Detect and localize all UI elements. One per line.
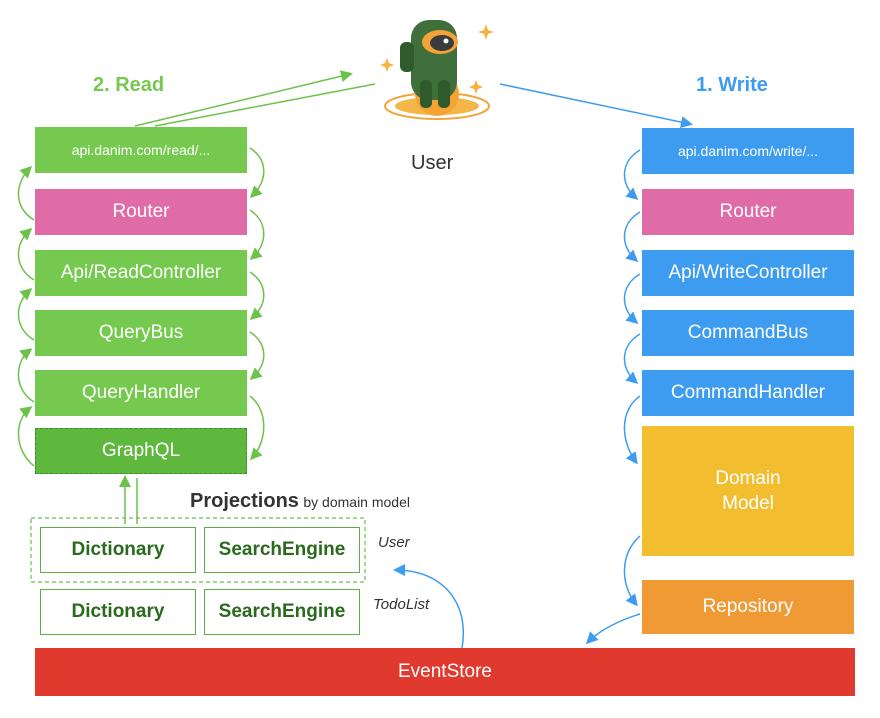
projections-heading-rest: by domain model <box>303 494 410 510</box>
read-request-arrow <box>134 70 376 127</box>
astronaut-icon <box>384 20 490 120</box>
repository: Repository <box>642 580 854 634</box>
projection-user-label: User <box>378 534 410 551</box>
read-controller: Api/ReadController <box>35 250 247 296</box>
query-bus: QueryBus <box>35 310 247 356</box>
read-up-arrows <box>17 165 35 467</box>
sparkle-icon <box>380 24 494 94</box>
write-controller: Api/WriteController <box>642 250 854 296</box>
write-title: 1. Write <box>696 74 768 96</box>
projection-todolist-searchengine: SearchEngine <box>204 589 360 635</box>
read-title: 2. Read <box>93 74 165 96</box>
projection-todolist-dictionary: Dictionary <box>40 589 196 635</box>
repository-to-eventstore-arrow <box>585 613 641 645</box>
query-handler: QueryHandler <box>35 370 247 416</box>
command-bus: CommandBus <box>642 310 854 356</box>
read-down-arrows <box>249 147 265 461</box>
write-down-arrows <box>623 149 641 607</box>
projection-todolist-label: TodoList <box>373 596 430 613</box>
projection-user-group <box>30 517 366 583</box>
read-endpoint: api.danim.com/read/... <box>35 127 247 173</box>
domain-model: Domain Model <box>642 426 854 556</box>
write-endpoint: api.danim.com/write/... <box>642 128 854 174</box>
read-router: Router <box>35 189 247 235</box>
eventstore-to-projections-arrow <box>393 564 464 649</box>
projections-heading: Projections by domain model <box>190 490 410 513</box>
eventstore: EventStore <box>35 648 855 696</box>
projection-user-dictionary: Dictionary <box>40 527 196 573</box>
user-label: User <box>411 152 454 174</box>
graphql: GraphQL <box>35 428 247 474</box>
command-handler: CommandHandler <box>642 370 854 416</box>
projections-heading-bold: Projections <box>190 490 299 512</box>
write-request-arrow <box>499 83 693 129</box>
projection-user-searchengine: SearchEngine <box>204 527 360 573</box>
write-router: Router <box>642 189 854 235</box>
projection-to-graphql-arrow <box>119 475 138 524</box>
